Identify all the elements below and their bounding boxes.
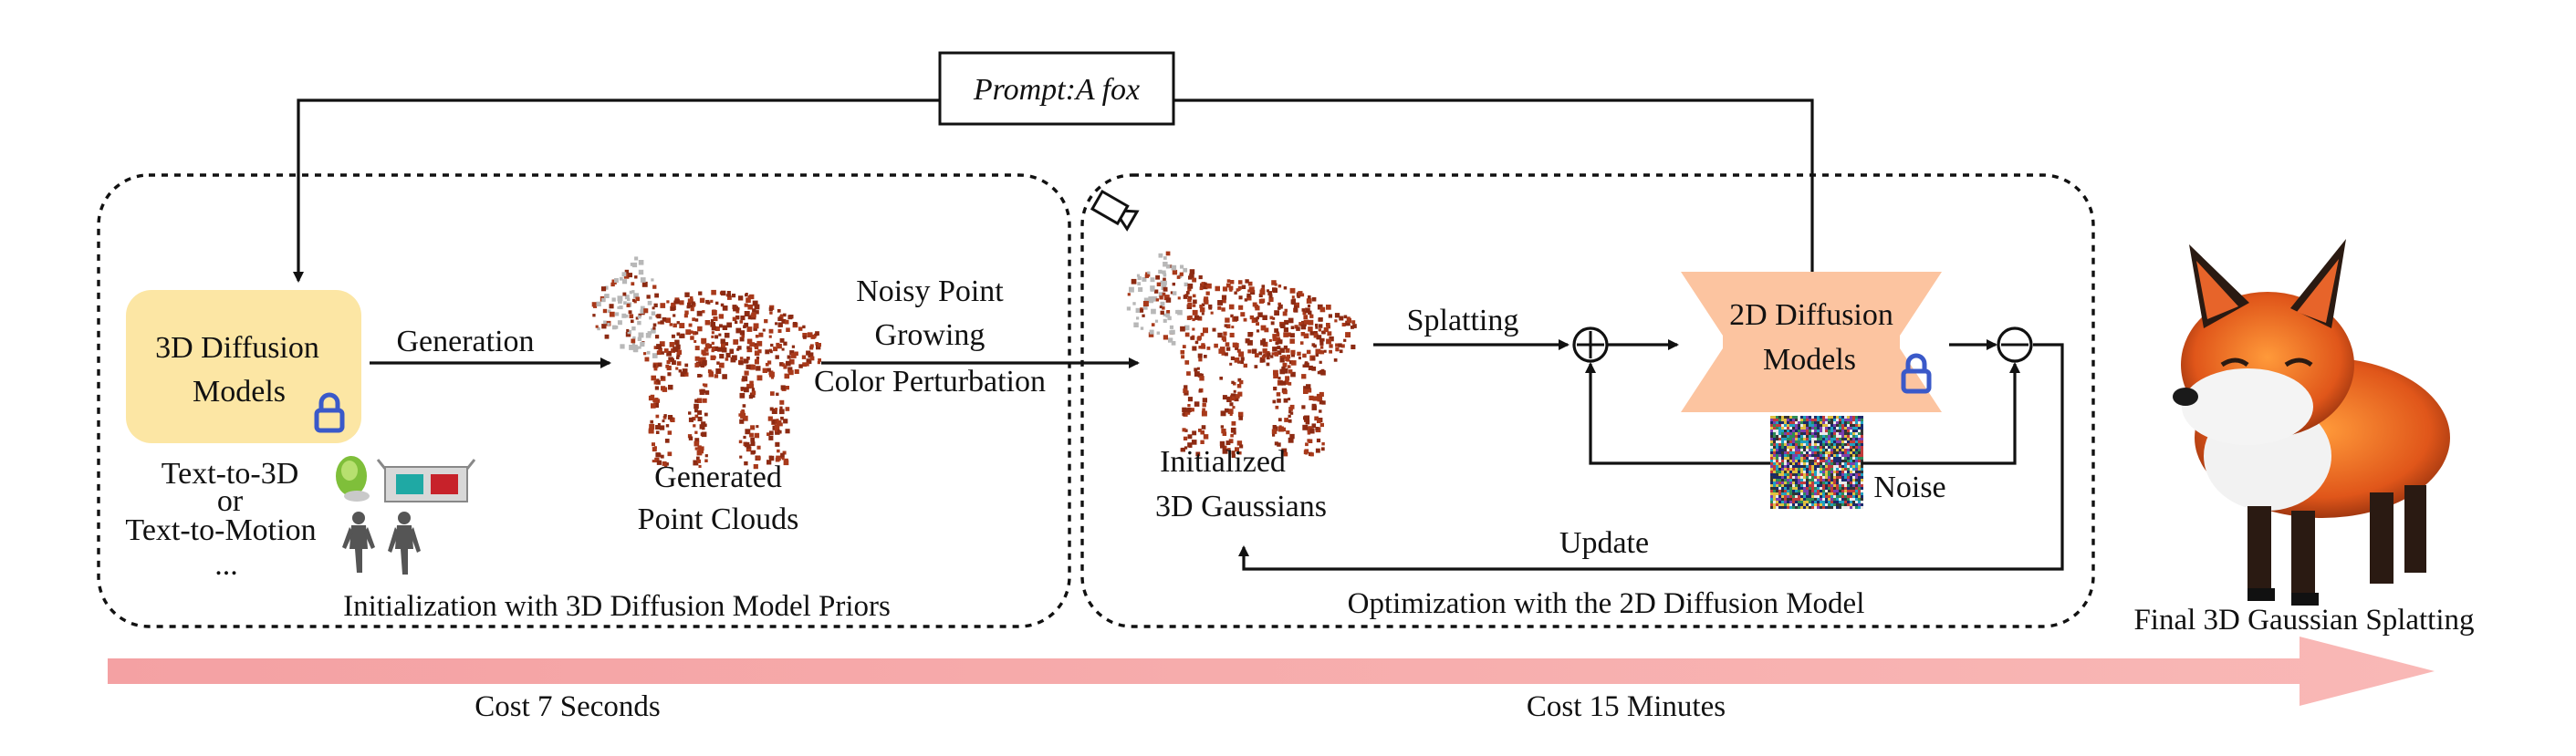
cost1-label: Cost 7 Seconds: [475, 690, 661, 723]
fox-gaussians: [1126, 251, 1357, 458]
noise-to-minus-edge: [1862, 362, 2020, 465]
fox-point-cloud: [591, 256, 821, 470]
prompt-to-3d-edge: [293, 98, 940, 283]
fox-render: [2173, 239, 2450, 606]
diffusion3d-line1: 3D Diffusion: [155, 331, 319, 365]
stage1-container: Initialization with 3D Diffusion Model P…: [97, 173, 1071, 628]
lock-icon: [314, 392, 345, 433]
diffusion2d-line2: Models: [1763, 343, 1856, 377]
transfer-line1: Noisy Point: [856, 274, 1004, 308]
stage1-caption: Initialization with 3D Diffusion Model P…: [343, 590, 891, 623]
prompt-group: Prompt:A fox: [293, 51, 1818, 295]
pc-label-line1: Generated: [654, 461, 782, 494]
timeline-arrow: [108, 637, 2435, 706]
noise-label: Noise: [1873, 471, 1945, 504]
transfer-line3: Color Perturbation: [814, 365, 1046, 399]
human-figures-icon: [342, 512, 421, 575]
stage1-border: [97, 173, 1071, 628]
camera-icon: [1090, 189, 1140, 232]
cost2-label: Cost 15 Minutes: [1527, 690, 1726, 723]
init-label-line2: 3D Gaussians: [1155, 490, 1327, 523]
sum-icon: [1572, 326, 1609, 363]
timeline: Cost 7 Seconds Cost 15 Minutes: [108, 637, 2435, 723]
noise-icon: [1770, 416, 1863, 509]
diffusion2d-line1: 2D Diffusion: [1729, 298, 1893, 332]
prompt-box: [938, 51, 1175, 126]
diffusion3d-box: 3D Diffusion Models: [126, 290, 361, 443]
prompt-to-2d-edge: [1173, 98, 1818, 295]
stage2-container: Optimization with the 2D Diffusion Model: [1080, 173, 2095, 628]
splatting-label: Splatting: [1407, 304, 1519, 337]
sources-line4: ...: [214, 548, 238, 582]
diffusion2d-box: 2D Diffusion Models: [1681, 272, 1942, 412]
diffusion3d-line2: Models: [193, 375, 286, 409]
update-edge: [1238, 343, 2064, 571]
transfer-line2: Growing: [875, 318, 986, 352]
stage2-caption: Optimization with the 2D Diffusion Model: [1348, 587, 1865, 620]
diffusion2d-shape: [1681, 272, 1942, 412]
noise-to-sum-edge: [1585, 362, 1770, 465]
sources-line3: Text-to-Motion: [125, 513, 316, 547]
sources-line2: or: [217, 484, 244, 518]
update-label: Update: [1559, 526, 1649, 560]
diffusion3d-rect: [126, 290, 361, 443]
glasses-icon: [376, 459, 476, 502]
stage2-border: [1080, 173, 2095, 628]
final-label: Final 3D Gaussian Splatting: [2133, 604, 2474, 637]
minus-icon: [1997, 326, 2033, 363]
shoe-icon: [336, 456, 370, 502]
pc-label-line2: Point Clouds: [638, 502, 799, 536]
sources-group: Text-to-3D or Text-to-Motion ...: [125, 456, 476, 582]
sources-line1: Text-to-3D: [162, 457, 299, 491]
lock-icon: [1901, 353, 1932, 394]
generation-label: Generation: [396, 325, 534, 358]
init-label-line1: Initialized: [1160, 445, 1286, 479]
prompt-label: Prompt:A fox: [973, 73, 1140, 107]
